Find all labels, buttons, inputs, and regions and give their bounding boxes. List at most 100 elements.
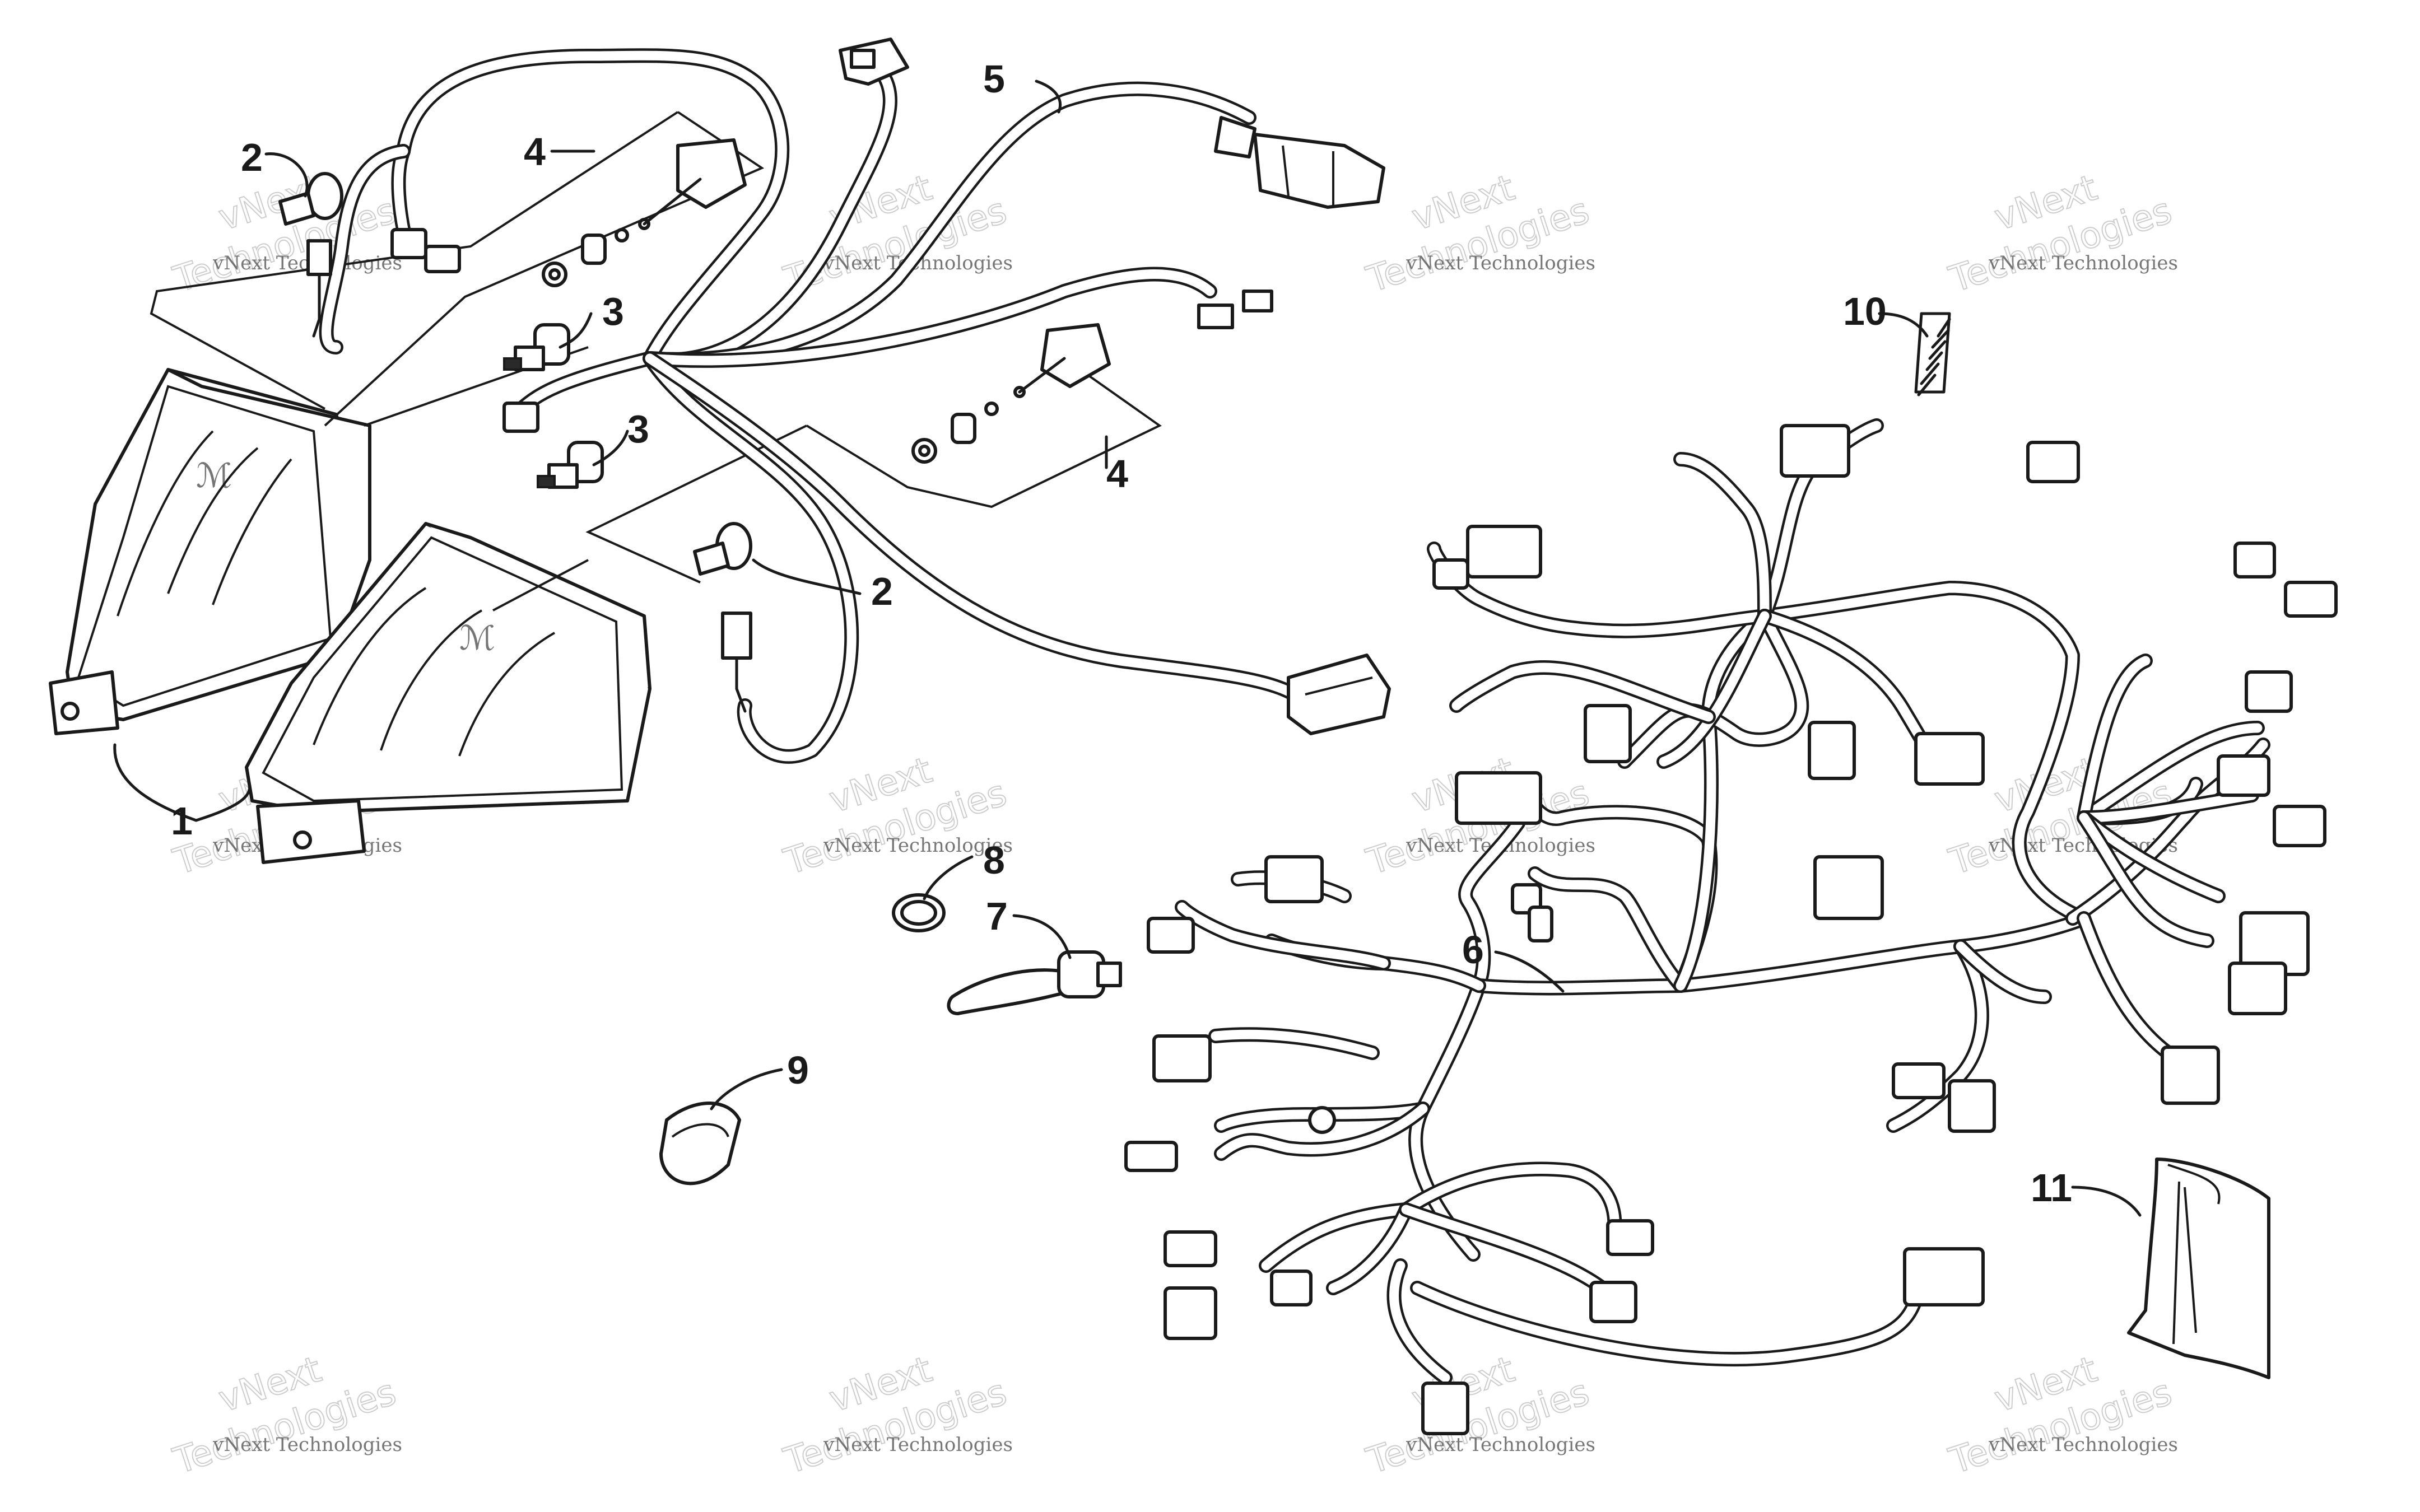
wire-cable: [396, 48, 790, 366]
spring-part-10: [1914, 312, 1951, 396]
bulb-socket-clip-lower: [693, 522, 752, 713]
callout-7: 7: [986, 894, 1008, 938]
bulb-socket-clip-upper: [278, 172, 343, 338]
wire-cable-core: [645, 84, 1254, 365]
harness-connector: [1914, 732, 1985, 786]
wire-cable-core: [1261, 1205, 1411, 1271]
wire-cable-core: [645, 353, 857, 762]
harness-connector: [1421, 1382, 1469, 1435]
wire-cable-core: [1328, 1205, 1411, 1293]
bulb-socket-upper: [542, 138, 747, 287]
callout-4-upper: 4: [524, 130, 546, 174]
ground-terminal: [1308, 1106, 1336, 1134]
wire-cable-core: [1888, 941, 1987, 1131]
callout-8: 8: [983, 838, 1005, 882]
wire-cable-core: [1211, 1029, 1377, 1058]
wire-cable-core: [2079, 790, 2257, 823]
halogen-bulb-upper: [503, 323, 570, 371]
watermark-small: vNext Technologies: [1406, 252, 1595, 274]
wire-cable-core: [645, 269, 1215, 366]
wire-cable-core: [1676, 611, 1770, 991]
wire-cable-core: [1401, 1205, 1607, 1293]
wire-cable-core: [322, 146, 408, 352]
callout-6: 6: [1462, 928, 1484, 972]
cable-tie-part-7: [947, 950, 1122, 1015]
harness-connector: [2217, 754, 2270, 797]
wire-cable-core: [1216, 1104, 1428, 1159]
harness-connector: [1808, 721, 1856, 780]
harness-connector: [2228, 962, 2287, 1015]
wire-cable-core: [2079, 723, 2263, 823]
svg-text:ℳ: ℳ: [196, 456, 232, 496]
wire-cable-core: [1474, 913, 2089, 993]
harness-connector: [1147, 917, 1195, 954]
harness-connector: [1124, 1141, 1178, 1172]
harness-connector: [1164, 1230, 1217, 1267]
harness-connector: [1432, 558, 1469, 590]
watermark-small: vNext Technologies: [1988, 252, 2178, 274]
harness-connector: [1466, 525, 1542, 578]
wire-cable-core: [2079, 913, 2173, 1058]
harness-connector: [1152, 1034, 1212, 1082]
watermark-small: vNext Technologies: [212, 1434, 402, 1456]
harness-connector: [2245, 670, 2293, 713]
watermark-small: vNext Technologies: [823, 1434, 1013, 1456]
callout-2-upper: 2: [241, 136, 263, 179]
harness-connector: [1270, 1270, 1313, 1306]
callout-3-upper: 3: [602, 290, 624, 333]
band-part-9: [659, 1102, 741, 1186]
wire-cable-core: [1411, 818, 1523, 1259]
clip-part-8: [892, 893, 946, 932]
wire-cable-core: [398, 50, 787, 363]
wire-cable-core: [1659, 611, 1770, 767]
callout-10: 10: [1843, 290, 1887, 333]
callout-labels: 1 2 2 3 3 4 4 5 6 7 8 9 10 11: [171, 57, 2072, 1210]
harness-connector: [1780, 424, 1850, 478]
wire-cable-core: [1401, 1164, 1619, 1243]
headlight-harness: [319, 38, 1391, 764]
callout-5: 5: [983, 57, 1005, 101]
wire-cable: [643, 351, 859, 764]
harness-connector: [1528, 906, 1553, 942]
harness-connector: [1164, 1286, 1217, 1340]
harness-connector: [1892, 1062, 1946, 1099]
wire-cable-core: [1760, 583, 2089, 923]
callout-1: 1: [171, 799, 193, 843]
harness-connector: [1455, 771, 1542, 825]
harness-connector: [2161, 1046, 2220, 1105]
harness-connector: [1589, 1281, 1637, 1323]
harness-connector: [1264, 855, 1324, 903]
harness-connector: [1606, 1219, 1654, 1256]
wire-cable-core: [1177, 902, 1389, 968]
callout-9: 9: [787, 1048, 809, 1092]
leader-lines: [113, 80, 2142, 1217]
bulb-socket-lower: [911, 323, 1111, 464]
wire-cable-core: [645, 353, 1299, 699]
wire-cable-core: [1216, 1104, 1428, 1131]
harness-connector: [1584, 704, 1632, 763]
wire-cable-core: [2079, 813, 2212, 946]
wire-cable-core: [1956, 941, 2050, 1002]
callout-3-lower: 3: [627, 407, 649, 451]
harness-connector: [2026, 441, 2080, 483]
harness-connector: [2273, 805, 2326, 847]
wire-cable-core: [1530, 869, 1686, 991]
callout-4-lower: 4: [1106, 452, 1128, 496]
watermark-small: vNext Technologies: [1988, 1434, 2178, 1456]
bulb-assembly-box-lower: [492, 357, 1162, 612]
headlight-assembly-rear: ℳ: [49, 368, 371, 735]
sleeve-part-11: [2127, 1158, 2270, 1379]
halogen-bulb-lower: [537, 441, 604, 489]
watermark-small: vNext Technologies: [1406, 1434, 1595, 1456]
callout-11: 11: [2031, 1166, 2072, 1210]
wire-cable-core: [1676, 454, 1770, 621]
wire-cable-core: [1412, 1283, 1921, 1364]
headlight-assembly-front: ℳ: [245, 522, 651, 864]
harness-connector: [2233, 542, 2276, 578]
